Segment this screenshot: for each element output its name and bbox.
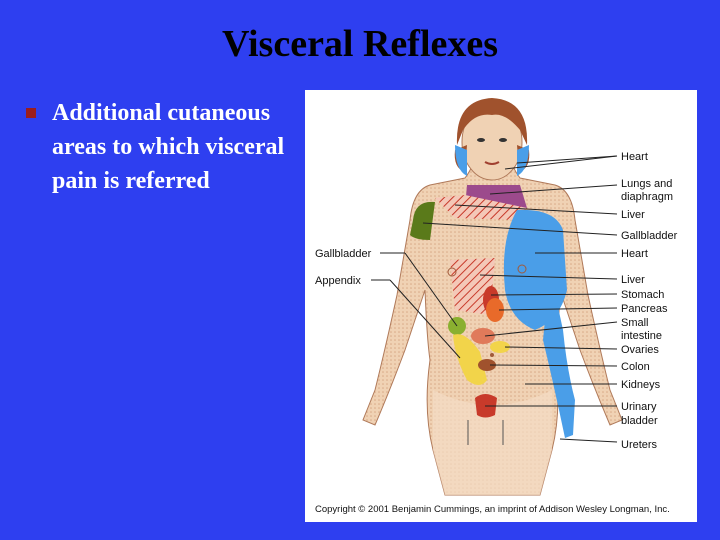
label-lungs-1: Lungs and (621, 178, 672, 190)
label-lungs-2: diaphragm (621, 191, 673, 203)
copyright-text: Copyright © 2001 Benjamin Cummings, an i… (315, 504, 670, 515)
label-urinary-1: Urinary (621, 401, 657, 413)
referred-pain-figure: Heart Lungs and diaphragm Liver Gallblad… (305, 90, 697, 522)
label-small-2: intestine (621, 330, 662, 342)
label-kidneys: Kidneys (621, 379, 661, 391)
labels-right: Heart Lungs and diaphragm Liver Gallblad… (621, 151, 678, 451)
bullet-text: Additional cutaneous areas to which visc… (52, 100, 285, 194)
label-appendix: Appendix (315, 275, 361, 287)
label-pancreas: Pancreas (621, 303, 668, 315)
label-urinary-2: bladder (621, 415, 658, 427)
label-ovaries: Ovaries (621, 344, 659, 356)
label-ureters: Ureters (621, 439, 658, 451)
label-gallbladder-1: Gallbladder (621, 230, 678, 242)
leader-lines (371, 155, 618, 443)
label-heart-2: Heart (621, 248, 648, 260)
labels-left: Gallbladder Appendix (315, 248, 372, 287)
label-heart-1: Heart (621, 151, 648, 163)
label-gallbladder-left: Gallbladder (315, 248, 372, 260)
label-colon: Colon (621, 361, 650, 373)
referred-pain-regions (410, 145, 575, 445)
label-liver-2: Liver (621, 274, 645, 286)
body-diagram: Heart Lungs and diaphragm Liver Gallblad… (315, 98, 678, 515)
label-small-1: Small (621, 317, 649, 329)
bullet-marker (26, 108, 36, 118)
label-liver-1: Liver (621, 209, 645, 221)
slide-title: Visceral Reflexes (221, 23, 499, 65)
label-stomach: Stomach (621, 289, 664, 301)
